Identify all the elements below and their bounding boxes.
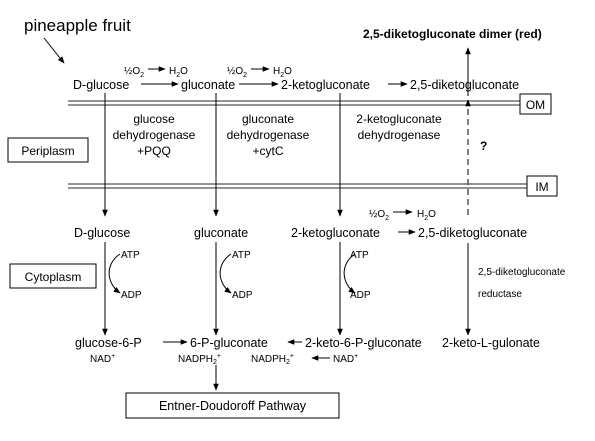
ketogluconate-dh-line1: 2-ketogluconate <box>356 112 442 126</box>
nad-right: NAD+ <box>333 353 358 365</box>
cytoplasm-box <box>9 263 97 289</box>
cyto-2-5-diketogluconate: 2,5-diketogluconate <box>418 226 527 240</box>
ed-pathway-box <box>125 392 340 419</box>
periplasm-label: Periplasm <box>21 144 74 158</box>
gluconate-dh-line1: gluconate <box>242 112 294 126</box>
gluconate-dh-line3: +cytC <box>252 144 283 158</box>
peri-d-glucose: D-glucose <box>73 78 129 92</box>
gluconate-dh-line2: dehydrogenase <box>227 128 310 142</box>
om-box <box>519 93 552 115</box>
adp-label-2: ADP <box>232 290 253 301</box>
cyto-water-label: H2O <box>417 209 436 222</box>
oxygen-label-1: ½O2 <box>124 66 144 79</box>
6-p-gluconate: 6-P-gluconate <box>190 336 268 350</box>
glucose-dh-line1: glucose <box>133 112 175 126</box>
title-text: pineapple fruit <box>24 16 131 35</box>
atp-label-3: ATP <box>350 250 369 261</box>
atp-adp-curve-1 <box>108 253 121 294</box>
adp-label-1: ADP <box>121 290 142 301</box>
unknown-transport-mark: ? <box>480 139 487 153</box>
nadph2-left: NADPH2+ <box>178 353 221 366</box>
im-box <box>526 175 558 197</box>
atp-adp-curve-2 <box>219 253 232 294</box>
cyto-2-ketogluconate: 2-ketogluconate <box>291 226 380 240</box>
atp-label-2: ATP <box>232 250 251 261</box>
reductase-line1: 2,5-diketogluconate <box>478 267 566 278</box>
glucose-dh-line3: +PQQ <box>137 144 171 158</box>
cytoplasm-label: Cytoplasm <box>25 270 82 284</box>
nad-left: NAD+ <box>90 353 115 365</box>
adp-label-3: ADP <box>350 290 371 301</box>
nadph2-right: NADPH2+ <box>251 353 294 366</box>
peri-gluconate: gluconate <box>181 78 235 92</box>
peri-2-ketogluconate: 2-ketogluconate <box>281 78 370 92</box>
im-label: IM <box>535 180 548 194</box>
atp-label-1: ATP <box>121 250 140 261</box>
cyto-d-glucose: D-glucose <box>74 226 130 240</box>
ed-pathway-label: Entner-Doudoroff Pathway <box>159 399 307 413</box>
ketogluconate-dh-line2: dehydrogenase <box>358 128 441 142</box>
fruit-arrow <box>43 37 65 64</box>
water-label-2: H2O <box>273 66 292 79</box>
2-keto-6-p-gluconate: 2-keto-6-P-gluconate <box>305 336 422 350</box>
oxygen-label-2: ½O2 <box>227 66 247 79</box>
peri-2-5-diketogluconate: 2,5-diketogluconate <box>410 78 519 92</box>
cyto-gluconate: gluconate <box>194 226 248 240</box>
cyto-oxygen-label: ½O2 <box>369 209 389 222</box>
atp-adp-curve-3 <box>343 253 356 294</box>
2-keto-l-gulonate: 2-keto-L-gulonate <box>442 336 540 350</box>
reductase-line2: reductase <box>478 289 522 300</box>
dimer-label: 2,5-diketogluconate dimer (red) <box>363 27 542 41</box>
water-label-1: H2O <box>169 66 188 79</box>
glucose-dh-line2: dehydrogenase <box>113 128 196 142</box>
om-label: OM <box>526 98 545 112</box>
periplasm-box <box>7 137 89 163</box>
glucose-6-p: glucose-6-P <box>75 336 142 350</box>
